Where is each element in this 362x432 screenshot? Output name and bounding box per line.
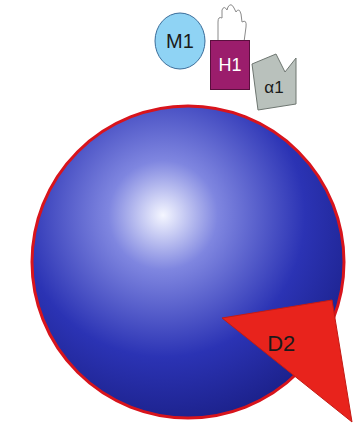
receptor-ellipse: M1 <box>154 12 206 70</box>
hand-symbol <box>218 5 246 42</box>
receptor-label: H1 <box>218 56 241 74</box>
receptor-triangle: D2 <box>220 298 356 426</box>
receptor-label: α1 <box>264 79 283 96</box>
receptor-shape: α1 <box>250 52 298 110</box>
receptor-box: H1 <box>210 40 250 90</box>
shape-outline <box>220 298 356 426</box>
receptor-label: M1 <box>166 31 194 51</box>
receptor-label: D2 <box>267 333 295 355</box>
